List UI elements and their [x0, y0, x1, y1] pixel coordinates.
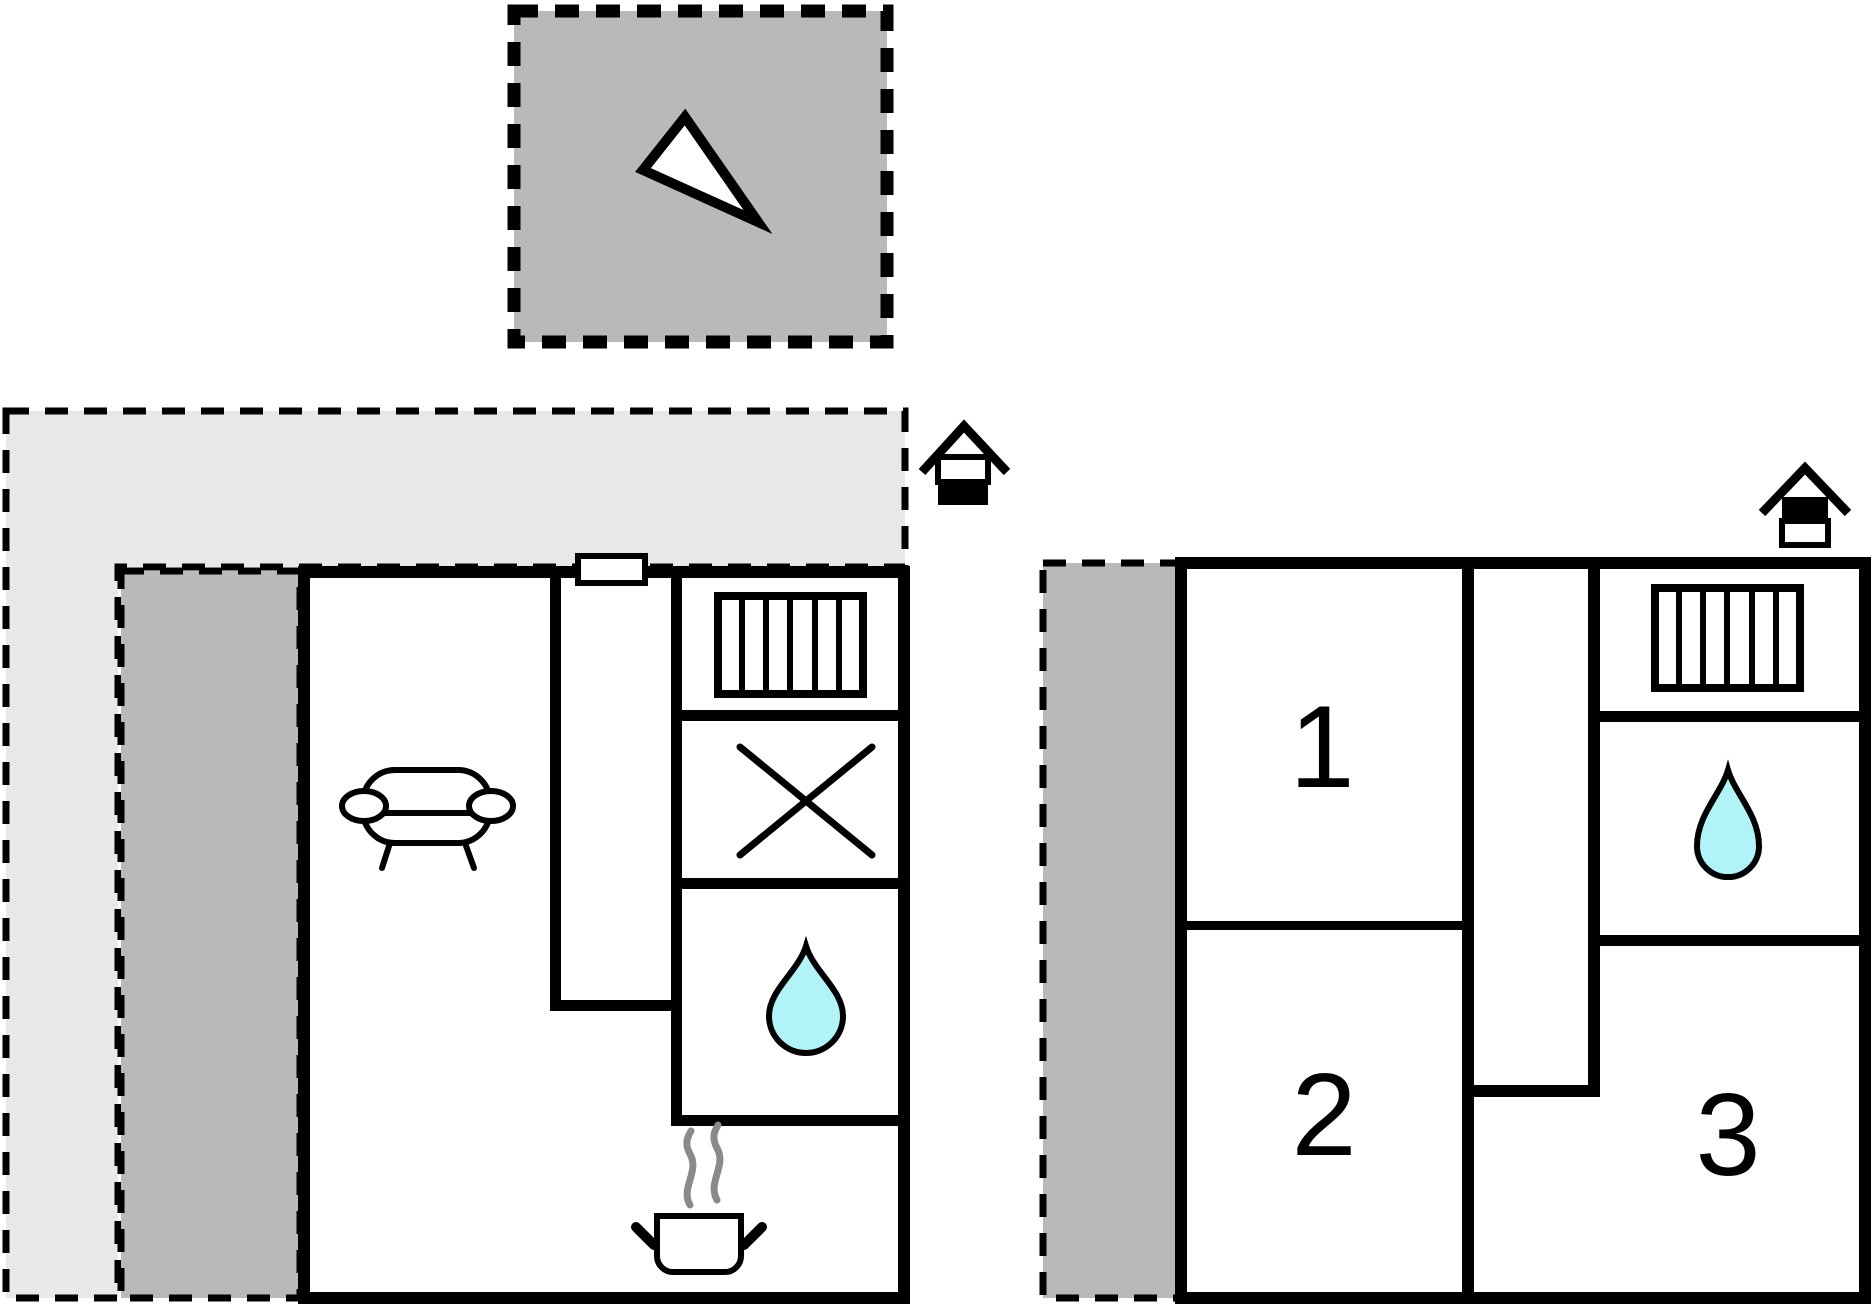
pot-handle-left — [631, 1222, 659, 1250]
wall-bottom — [298, 1292, 910, 1304]
radiator-icon — [714, 592, 867, 698]
pot-body — [654, 1213, 744, 1275]
room-3-label: 3 — [1695, 1069, 1760, 1200]
ground-floor-interior-walls — [550, 566, 910, 1126]
hall-end-wall — [550, 1000, 682, 1011]
hall-right-wall — [1588, 557, 1600, 1097]
rooms-column-wall — [671, 566, 682, 1126]
wall-right — [898, 566, 910, 1304]
bedrooms-column-wall — [1462, 557, 1474, 1304]
north-arrow-icon — [635, 108, 773, 235]
entrance-house-ground-floor-icon — [918, 419, 1011, 505]
sofa-icon — [339, 767, 516, 871]
terrace-area — [2, 407, 909, 1302]
room-2-label: 2 — [1291, 1049, 1356, 1180]
upper-floor-outer-walls — [1175, 557, 1871, 1304]
wall-top — [1175, 557, 1871, 569]
entrance-house-upper-floor-icon — [1758, 461, 1852, 548]
steam-icon — [710, 1121, 724, 1204]
steam-icon — [683, 1127, 697, 1209]
wall-bottom — [1175, 1292, 1871, 1304]
water-drop-icon — [765, 935, 847, 1056]
divider-bath-room3 — [1588, 935, 1859, 946]
ground-floor-outer-walls — [298, 566, 910, 1304]
north-indicator-box — [507, 4, 894, 349]
ground-floor-building — [298, 553, 910, 1304]
window-cross-icon — [736, 743, 876, 859]
stove-pot-icon — [631, 1121, 767, 1275]
divider-room1-room2 — [1187, 921, 1462, 930]
kitchen-top-wall — [671, 1115, 910, 1126]
patio-strip-left — [117, 567, 304, 1302]
patio-strip-right — [1039, 559, 1185, 1302]
hall-left-wall — [550, 566, 561, 1011]
radiator-icon — [1651, 584, 1804, 692]
divider-radiator-window — [682, 710, 898, 721]
upper-floor-interior-walls — [1187, 557, 1859, 1304]
room-1-label: 1 — [1289, 681, 1354, 812]
door-marker — [575, 553, 648, 586]
divider-window-bath — [682, 878, 898, 889]
divider-radiator-bath — [1600, 711, 1859, 722]
hall-end-wall — [1462, 1085, 1600, 1097]
pot-handle-right — [739, 1222, 767, 1250]
water-drop-icon — [1693, 759, 1763, 880]
wall-left — [1175, 557, 1187, 1304]
wall-left — [298, 566, 310, 1304]
wall-right — [1859, 557, 1871, 1304]
upper-floor-building: 1 2 3 — [1175, 557, 1871, 1304]
